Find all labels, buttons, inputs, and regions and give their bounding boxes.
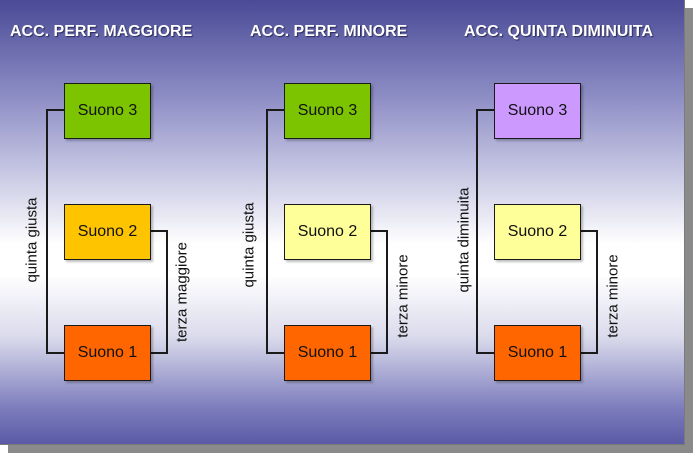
- title-quinta-diminuita: ACC. QUINTA DIMINUITA: [464, 23, 654, 40]
- box-suono-2: Suono 2: [494, 204, 581, 260]
- frame-shadow-right: [685, 8, 693, 453]
- bracket-outer-vertical: [46, 109, 48, 354]
- inner-interval-label: terza minore: [604, 254, 622, 338]
- bracket-inner-bottom: [150, 352, 168, 354]
- bracket-outer-top: [266, 109, 284, 111]
- box-label: Suono 1: [297, 344, 358, 361]
- bracket-outer-vertical: [476, 109, 478, 354]
- box-label: Suono 3: [297, 102, 358, 119]
- box-suono-1: Suono 1: [64, 325, 151, 381]
- title-maggiore: ACC. PERF. MAGGIORE: [10, 23, 193, 40]
- inner-interval-label: terza minore: [394, 254, 412, 338]
- slide-background: ACC. PERF. MAGGIORE Suono 3 Suono 2 Suon…: [0, 0, 685, 445]
- bracket-inner-top: [150, 230, 168, 232]
- box-label: Suono 3: [77, 102, 138, 119]
- title-minore: ACC. PERF. MINORE: [250, 23, 408, 40]
- bracket-outer-top: [46, 109, 64, 111]
- box-suono-2: Suono 2: [284, 204, 371, 260]
- bracket-inner-vertical: [386, 230, 388, 354]
- box-suono-3: Suono 3: [64, 83, 151, 139]
- bracket-outer-bottom: [46, 352, 64, 354]
- bracket-outer-bottom: [266, 352, 284, 354]
- box-label: Suono 1: [77, 344, 138, 361]
- box-suono-3: Suono 3: [494, 83, 581, 139]
- box-label: Suono 1: [507, 344, 568, 361]
- bracket-inner-bottom: [370, 352, 388, 354]
- outer-interval-label: quinta giusta: [23, 197, 41, 283]
- box-label: Suono 2: [297, 223, 358, 240]
- bracket-inner-vertical: [596, 230, 598, 354]
- outer-interval-label: quinta giusta: [240, 202, 258, 288]
- bracket-outer-bottom: [476, 352, 494, 354]
- bracket-outer-vertical: [266, 109, 268, 354]
- box-suono-1: Suono 1: [494, 325, 581, 381]
- bracket-inner-bottom: [580, 352, 598, 354]
- box-label: Suono 2: [507, 223, 568, 240]
- bracket-outer-top: [476, 109, 494, 111]
- box-label: Suono 2: [77, 223, 138, 240]
- bracket-inner-vertical: [166, 230, 168, 354]
- inner-interval-label: terza maggiore: [173, 241, 191, 343]
- outer-interval-label: quinta diminuita: [455, 187, 473, 293]
- box-suono-2: Suono 2: [64, 204, 151, 260]
- bracket-inner-top: [370, 230, 388, 232]
- bracket-inner-top: [580, 230, 598, 232]
- box-suono-1: Suono 1: [284, 325, 371, 381]
- frame-shadow-bottom: [8, 445, 693, 453]
- box-suono-3: Suono 3: [284, 83, 371, 139]
- box-label: Suono 3: [507, 102, 568, 119]
